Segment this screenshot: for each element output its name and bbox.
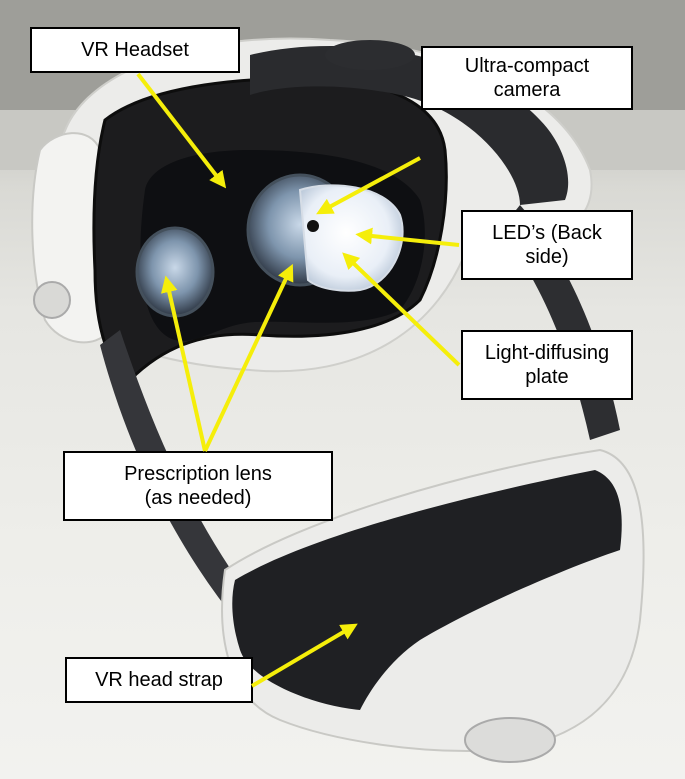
diffusing-plate xyxy=(298,184,404,292)
label-prescription-lens: Prescription lens (as needed) xyxy=(63,451,333,521)
fit-dial xyxy=(464,717,556,763)
label-leds-back-side: LED’s (Back side) xyxy=(461,210,633,280)
label-ultra-compact-camera: Ultra-compact camera xyxy=(421,46,633,110)
label-vr-head-strap: VR head strap xyxy=(65,657,253,703)
label-light-diffusing-plate: Light-diffusing plate xyxy=(461,330,633,400)
left-lens xyxy=(135,226,215,318)
camera-lens xyxy=(307,220,319,232)
label-vr-headset: VR Headset xyxy=(30,27,240,73)
side-button xyxy=(33,281,71,319)
left-side-strap xyxy=(100,330,260,625)
top-strap-buckle xyxy=(325,40,415,70)
